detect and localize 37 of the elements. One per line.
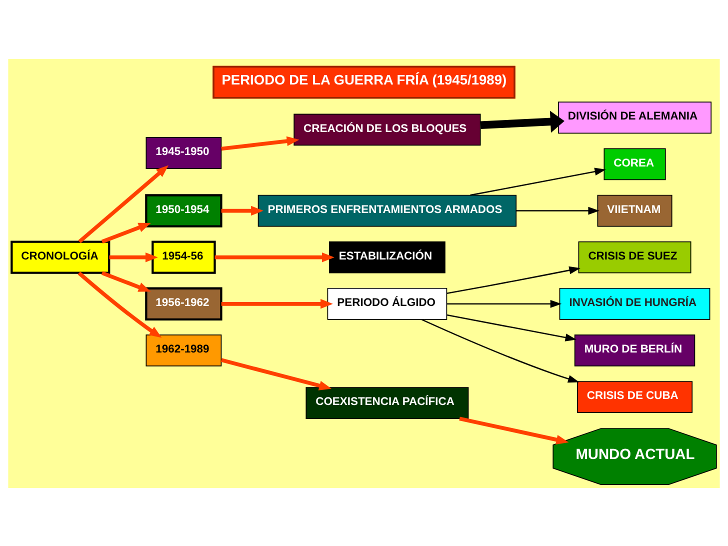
arrow — [459, 416, 569, 444]
node-box: CREACIÓN DE LOS BLOQUES — [294, 113, 481, 146]
node-box: INVASIÓN DE HUNGRÍA — [559, 287, 710, 320]
node-box: COEXISTENCIA PACÍFICA — [306, 386, 469, 419]
diagram-title: PERIODO DE LA GUERRA FRÍA (1945/1989) — [222, 72, 507, 88]
arrow — [109, 252, 158, 262]
arrow — [446, 266, 580, 294]
arrow — [221, 298, 333, 308]
node-box: 1954-56 — [152, 240, 216, 274]
arrow — [446, 299, 562, 308]
node-box: COREA — [604, 148, 666, 180]
arrow — [221, 136, 300, 150]
node-box: 1950-1954 — [145, 194, 222, 227]
node-box: ESTABILIZACIÓN — [329, 240, 446, 273]
arrow — [220, 358, 332, 390]
arrow — [470, 167, 606, 196]
arrow — [480, 110, 564, 132]
arrow — [78, 164, 169, 243]
node-box: DIVISIÓN DE ALEMANIA — [558, 101, 712, 134]
arrow — [214, 252, 334, 262]
node-box: CRONOLOGÍA — [10, 240, 110, 274]
node-box: MURO DE BERLÍN — [574, 334, 696, 366]
node-box: CRISIS DE CUBA — [577, 380, 693, 412]
node-box: CRISIS DE SUEZ — [578, 240, 692, 273]
arrow — [78, 271, 162, 338]
node-box: PERIODO ÁLGIDO — [327, 287, 448, 320]
arrow — [101, 222, 151, 244]
node-box: 1956-1962 — [145, 286, 222, 320]
arrow — [221, 205, 264, 216]
node-box: 1962-1989 — [146, 334, 222, 366]
arrow — [101, 270, 151, 292]
node-box: PRIMEROS ENFRENTAMIENTOS ARMADOS — [258, 194, 517, 226]
arrow — [446, 314, 577, 341]
arrow — [516, 206, 600, 214]
node-box: 1945-1950 — [146, 136, 222, 168]
arrow — [421, 318, 580, 382]
node-box: VIIETNAM — [597, 194, 672, 226]
